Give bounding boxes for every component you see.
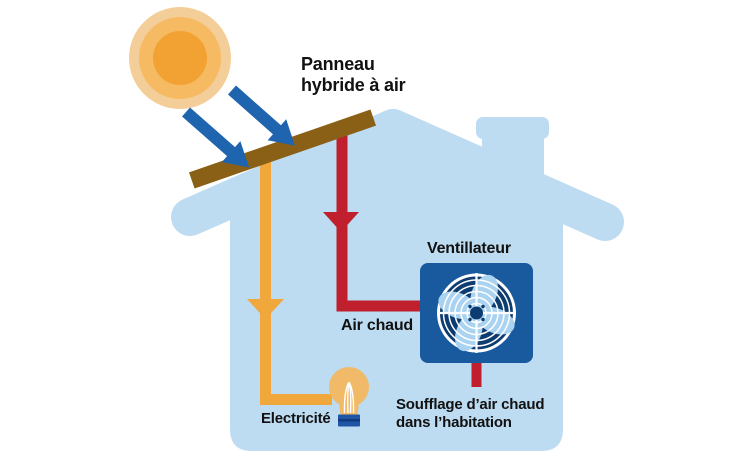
ventilator-label: Ventillateur (427, 240, 511, 257)
chimney-cap (476, 117, 549, 139)
blow-label-line1: Soufflage d’air chaud (396, 396, 545, 413)
fan-hub (468, 304, 485, 322)
hot-air-line (336, 124, 424, 312)
bulb-base-stripe (338, 419, 360, 422)
sun-ray-arrow-icon (228, 85, 295, 146)
electricity-label: Electricité (261, 410, 331, 427)
sun-core (153, 31, 207, 85)
roof (171, 109, 624, 241)
hot-air-outlet-stub (471, 361, 482, 387)
hot-air-flow-line (323, 124, 482, 387)
fan-unit (420, 263, 533, 363)
panel-label-line2: hybride à air (301, 75, 406, 95)
electricity-arrowhead-icon (247, 299, 284, 319)
hot-air-label: Air chaud (341, 317, 413, 334)
sun-icon (129, 7, 231, 109)
hot-air-arrowhead-icon (323, 212, 359, 232)
blow-label-line2: dans l’habitation (396, 414, 512, 431)
electricity-line (260, 152, 332, 405)
solar-panel (189, 109, 376, 189)
lightbulb-icon (329, 367, 369, 427)
panel-label-line1: Panneau (301, 54, 375, 74)
electricity-flow-line (247, 152, 332, 405)
bulb-neck (338, 396, 360, 416)
bulb-filament (343, 381, 355, 414)
chimney-body (482, 130, 544, 190)
sun-ray-arrow-icon (182, 107, 250, 168)
